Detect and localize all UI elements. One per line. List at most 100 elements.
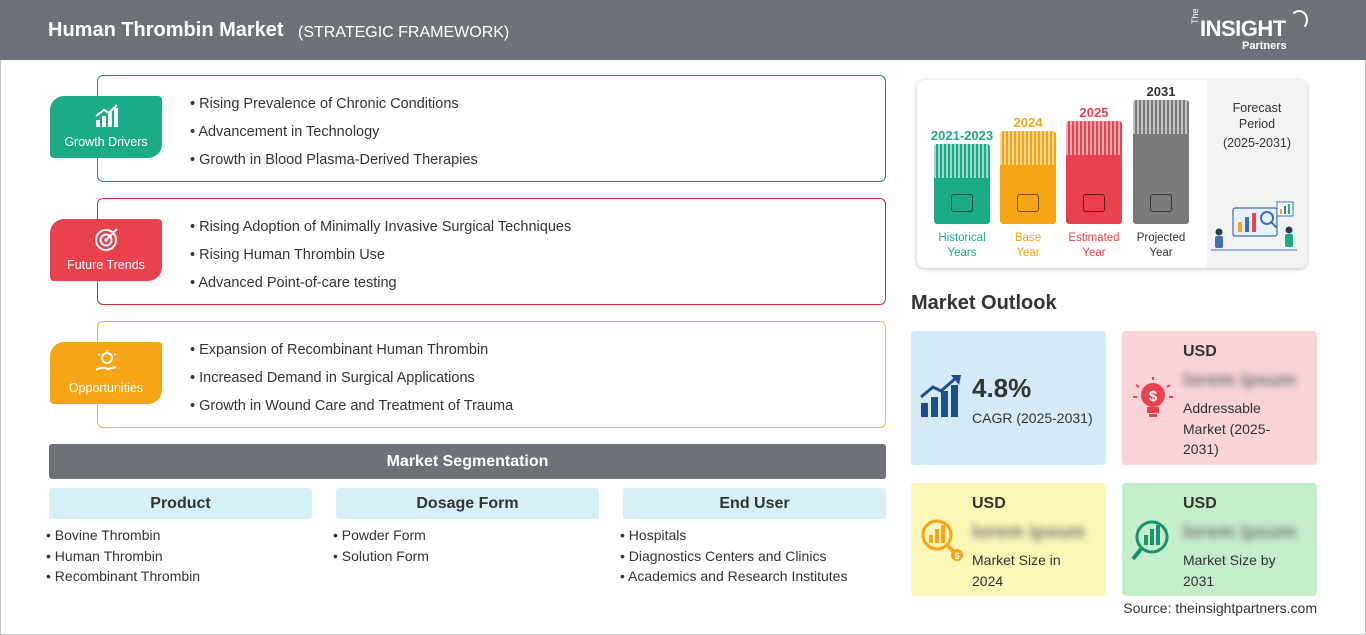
timeline-bar [1066, 121, 1122, 224]
header-bar: Human Thrombin Market (STRATEGIC FRAMEWO… [0, 0, 1366, 60]
list-item: Increased Demand in Surgical Application… [190, 368, 513, 396]
timeline-year: 2031 [1146, 84, 1176, 99]
estimate-icon [1083, 194, 1105, 212]
segment-product: Product Bovine Thrombin Human Thrombin R… [49, 488, 312, 587]
timeline-bar [1133, 100, 1189, 224]
list-item: Hospitals [620, 525, 886, 546]
opportunities-box: Expansion of Recombinant Human Thrombin … [97, 321, 886, 428]
bar-stripes [1133, 100, 1189, 134]
growth-drivers-list: Rising Prevalence of Chronic Conditions … [190, 94, 478, 178]
forecast-line3: (2025-2031) [1222, 136, 1292, 150]
timeline-bar [1000, 131, 1056, 224]
list-item: Advancement in Technology [190, 122, 478, 150]
bar-stripes [1000, 131, 1056, 165]
logo-swoosh-icon [1290, 10, 1308, 30]
market-size-2031-card: USD lorem ipsum Market Size by 2031 [1122, 483, 1317, 596]
size-2024-desc-line1: Market Size in [972, 552, 1061, 568]
segment-end-user-head: End User [623, 488, 886, 519]
future-trends-list: Rising Adoption of Minimally Invasive Su… [190, 217, 571, 301]
growth-chart-icon [95, 104, 118, 127]
history-icon [951, 194, 973, 212]
page-subtitle: (STRATEGIC FRAMEWORK) [298, 24, 510, 41]
size-2031-usd: USD [1183, 495, 1217, 512]
logo-the: The [1190, 8, 1200, 24]
timeline-bar [934, 144, 990, 224]
addressable-desc: Addressable Market (2025- 2031) [1183, 398, 1270, 460]
future-trends-label: Future Trends [67, 258, 145, 272]
growth-drivers-label: Growth Drivers [64, 135, 148, 149]
list-item: Advanced Point-of-care testing [190, 273, 571, 301]
list-item: Diagnostics Centers and Clinics [620, 546, 886, 567]
list-item: Growth in Blood Plasma-Derived Therapies [190, 150, 478, 178]
svg-text:$: $ [954, 551, 959, 561]
list-item: Bovine Thrombin [46, 525, 312, 546]
timeline-year: 2024 [1013, 115, 1043, 130]
forecast-line2: Period [1238, 117, 1276, 131]
growth-chart-icon [920, 375, 961, 417]
page-title: Human Thrombin Market [48, 19, 284, 41]
list-item: Solution Form [333, 546, 599, 567]
segment-end-user: End User Hospitals Diagnostics Centers a… [623, 488, 886, 587]
timeline-year: 2025 [1079, 105, 1109, 120]
future-trends-box: Rising Adoption of Minimally Invasive Su… [97, 198, 886, 305]
opportunities-badge: Opportunities [50, 342, 162, 404]
list-item: Human Thrombin [46, 546, 312, 567]
cagr-value: 4.8% [972, 373, 1032, 403]
list-item: Powder Form [333, 525, 599, 546]
addressable-desc-line3: 2031) [1183, 441, 1219, 457]
analytics-people-icon [1211, 201, 1297, 251]
magnifier-chart-icon [1131, 520, 1169, 561]
size-2031-desc-line1: Market Size by [1183, 552, 1276, 568]
size-2031-value-blurred: lorem ipsum [1183, 522, 1296, 543]
timeline-year: 2021-2023 [930, 128, 994, 143]
segment-dosage-head: Dosage Form [336, 488, 599, 519]
lightbulb-hand-icon [95, 350, 117, 371]
forecast-line1: Forecast [1232, 101, 1282, 115]
list-item: Rising Human Thrombin Use [190, 245, 571, 273]
growth-drivers-badge: Growth Drivers [50, 96, 162, 158]
bar-stripes [1066, 121, 1122, 155]
opportunities-label: Opportunities [68, 381, 144, 395]
size-2031-desc: Market Size by 2031 [1183, 550, 1276, 591]
segment-product-head: Product [49, 488, 312, 519]
size-2024-usd: USD [972, 495, 1006, 512]
list-item: Academics and Research Institutes [620, 566, 886, 587]
target-icon [95, 228, 118, 251]
list-item: Growth in Wound Care and Treatment of Tr… [190, 396, 513, 424]
list-item: Expansion of Recombinant Human Thrombin [190, 340, 513, 368]
bar-stripes [934, 144, 990, 178]
svg-text:$: $ [1149, 388, 1158, 405]
dollar-bulb-icon: $ [1133, 377, 1173, 417]
list-item: Rising Adoption of Minimally Invasive Su… [190, 217, 571, 245]
projection-icon [1150, 194, 1172, 212]
growth-drivers-box: Rising Prevalence of Chronic Conditions … [97, 75, 886, 182]
cagr-label: CAGR (2025-2031) [972, 410, 1093, 426]
list-item: Rising Prevalence of Chronic Conditions [190, 94, 478, 122]
insight-partners-logo[interactable]: The INSIGHT Partners [1190, 8, 1310, 54]
segment-dosage-form: Dosage Form Powder Form Solution Form [336, 488, 599, 566]
forecast-period-text: Forecast Period (2025-2031) [1215, 100, 1299, 151]
source-note: Source: theinsightpartners.com [1123, 600, 1317, 616]
market-outlook-title: Market Outlook [911, 292, 1057, 314]
addressable-desc-line1: Addressable [1183, 400, 1261, 416]
market-size-2024-card: $ USD lorem ipsum Market Size in 2024 [911, 483, 1106, 596]
size-2024-desc-line2: 2024 [972, 572, 1004, 589]
market-segmentation-bar: Market Segmentation [49, 444, 886, 479]
future-trends-badge: Future Trends [50, 219, 162, 281]
size-2024-desc: Market Size in 2024 [972, 550, 1061, 591]
logo-partners: Partners [1242, 40, 1287, 52]
opportunities-list: Expansion of Recombinant Human Thrombin … [190, 340, 513, 424]
addressable-desc-line2: Market (2025- [1183, 420, 1271, 437]
calendar-icon [1017, 194, 1039, 212]
addressable-usd: USD [1183, 343, 1217, 360]
logo-main: INSIGHT [1200, 16, 1286, 41]
size-2024-value-blurred: lorem ipsum [972, 522, 1085, 543]
addressable-market-card: $ USD lorem ipsum Addressable Market (20… [1122, 331, 1317, 465]
addressable-value-blurred: lorem ipsum [1183, 370, 1296, 391]
magnifier-chart-icon: $ [921, 519, 963, 561]
size-2031-desc-line2: 2031 [1183, 572, 1215, 589]
